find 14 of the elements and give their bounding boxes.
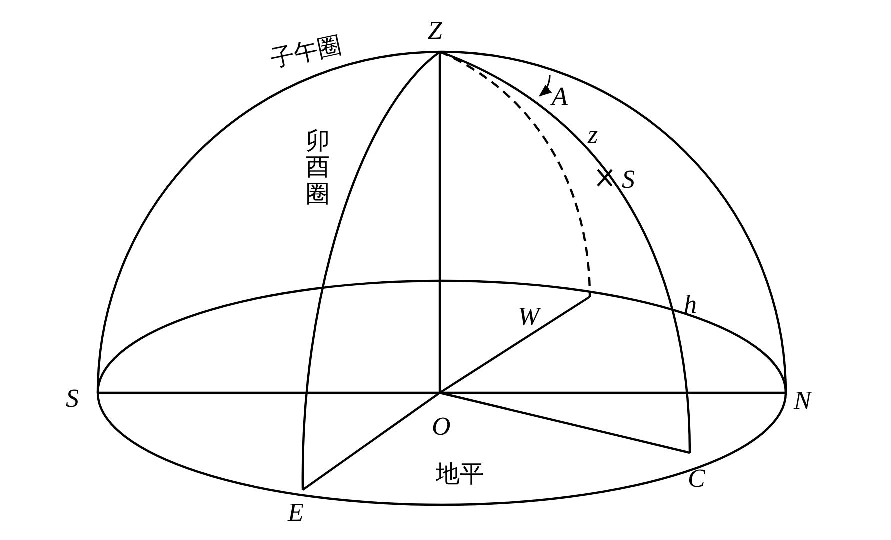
prime-vertical-label: 卯酉圈 (306, 128, 330, 208)
point-label: Z (428, 18, 442, 44)
point-label: W (518, 304, 540, 330)
point-label: S (66, 386, 79, 412)
point-label: E (288, 500, 304, 526)
point-label: N (794, 388, 812, 414)
meridian-label: 子午圈 (268, 32, 344, 72)
point-label: S (622, 167, 635, 193)
horizon-label: 地平 (436, 462, 484, 486)
point-label: z (588, 122, 598, 148)
point-label: O (432, 414, 451, 440)
point-label: h (684, 292, 697, 318)
point-label: C (688, 466, 706, 492)
point-label: A (552, 84, 568, 110)
